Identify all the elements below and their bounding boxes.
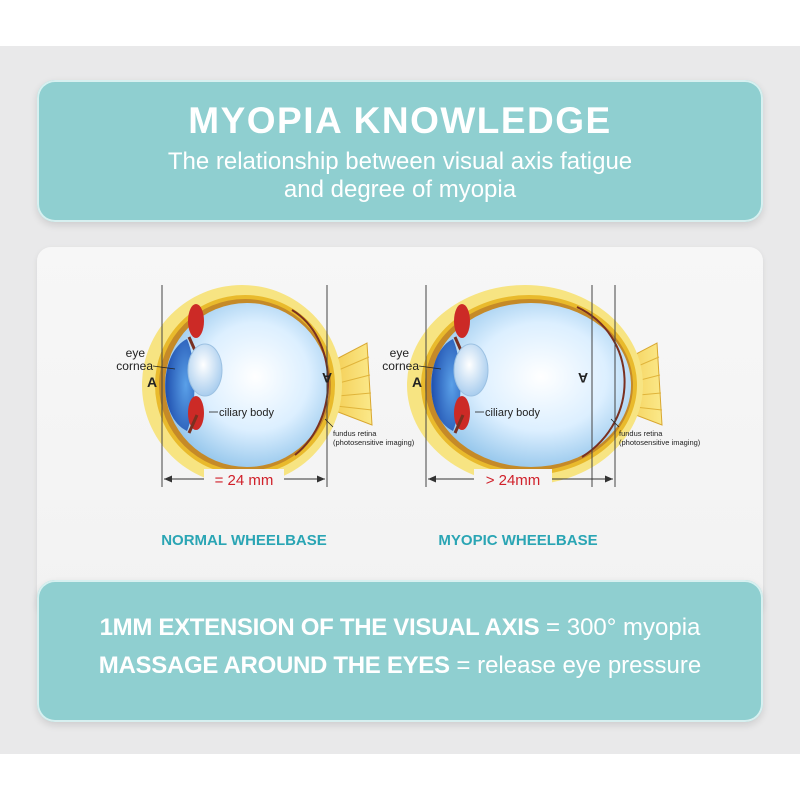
myopic-lens <box>453 343 489 397</box>
myopic-vitreous <box>431 303 631 467</box>
normal-retina-label: fundus retina <box>333 429 377 438</box>
myopic-eye-label: eye <box>390 346 410 360</box>
footer-line-2-bold: MASSAGE AROUND THE EYES <box>98 652 450 679</box>
myopic-iris-top <box>454 304 470 338</box>
normal-eye <box>142 285 373 485</box>
footer-line-2: MASSAGE AROUND THE EYES = release eye pr… <box>37 652 763 680</box>
myopic-retina-label: fundus retina <box>619 429 663 438</box>
myopic-cornea <box>431 339 461 431</box>
subtitle-line-1: The relationship between visual axis fat… <box>167 148 633 175</box>
page-subtitle: The relationship between visual axis fat… <box>37 148 763 204</box>
eye-diagram: eye cornea A A ciliary body fundus retin… <box>116 285 701 549</box>
myopic-eye <box>407 285 663 485</box>
normal-eye-label: eye <box>126 346 146 360</box>
normal-cornea <box>165 339 195 431</box>
myopic-measure: > 24mm <box>486 472 541 489</box>
myopic-caption: MYOPIC WHEELBASE <box>438 532 597 549</box>
page-title: MYOPIA KNOWLEDGE <box>188 100 612 141</box>
footer-line-1-rest: = 300° myopia <box>539 614 701 641</box>
myopic-iris-bottom <box>454 396 470 430</box>
footer-line-1: 1MM EXTENSION OF THE VISUAL AXIS = 300° … <box>37 614 763 642</box>
subtitle-line-2: and degree of myopia <box>283 176 517 203</box>
myopic-retina-sub: (photosensitive imaging) <box>619 438 701 447</box>
myopic-point-a-mirror: A <box>578 370 588 386</box>
normal-measure: = 24 mm <box>215 472 274 489</box>
footer-line-1-bold: 1MM EXTENSION OF THE VISUAL AXIS <box>99 614 540 641</box>
footer-banner: 1MM EXTENSION OF THE VISUAL AXIS = 300° … <box>37 580 763 722</box>
header-banner: MYOPIA KNOWLEDGE The relationship betwee… <box>37 80 763 222</box>
normal-retina-sub: (photosensitive imaging) <box>333 438 415 447</box>
normal-point-a-mirror: A <box>322 370 332 386</box>
myopic-point-a: A <box>412 374 422 390</box>
myopic-ciliary-label: ciliary body <box>485 407 541 419</box>
normal-lens <box>187 343 223 397</box>
eye-diagram-panel: eye cornea A A ciliary body fundus retin… <box>37 247 763 617</box>
normal-caption: NORMAL WHEELBASE <box>161 532 327 549</box>
normal-ciliary-label: ciliary body <box>219 407 275 419</box>
normal-point-a: A <box>147 374 157 390</box>
myopic-cornea-label: cornea <box>382 359 419 373</box>
normal-iris-top <box>188 304 204 338</box>
normal-cornea-label: cornea <box>116 359 153 373</box>
normal-iris-bottom <box>188 396 204 430</box>
footer-line-2-rest: = release eye pressure <box>449 652 702 679</box>
